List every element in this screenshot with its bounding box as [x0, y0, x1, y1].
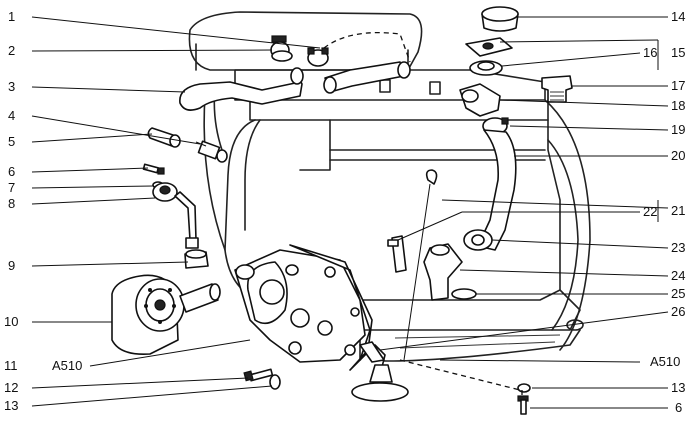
callout-5: 5: [8, 134, 16, 149]
callout-25: 25: [671, 286, 686, 301]
callout-2: 2: [8, 43, 16, 58]
breather-hose-upper: [323, 61, 411, 94]
hose-clamp-2: [270, 35, 293, 62]
oil-pressure-sensor-4: [195, 140, 228, 163]
callout-17: 17: [671, 78, 686, 93]
ref-code-right: A510: [650, 354, 681, 369]
breather-pipe-24: [423, 243, 463, 301]
callout-18: 18: [671, 98, 686, 113]
assembly-line-lower: [399, 359, 521, 391]
callout-13: 13: [4, 398, 19, 413]
bolt-12: [243, 368, 274, 382]
callout-1: 1: [8, 9, 16, 24]
cap-seal-16: [469, 60, 503, 76]
filler-plug-17: [541, 75, 573, 103]
level-sensor-8: [152, 182, 199, 249]
callout-14: 14: [671, 9, 686, 24]
grommet-9: [184, 249, 209, 269]
washer-13-right: [517, 383, 531, 393]
callout-20: 20: [671, 148, 686, 163]
breather-hose-3: [179, 67, 304, 111]
bolt-6-right: [517, 395, 529, 415]
callout-6-right: 6: [675, 400, 683, 415]
o-ring-25: [451, 288, 477, 300]
callout-10: 10: [4, 314, 19, 329]
filler-neck-18: [459, 83, 501, 117]
callout-13-right: 13: [671, 380, 686, 395]
callout-7: 7: [8, 180, 16, 195]
callout-15: 15: [671, 45, 686, 60]
washer-13-left: [269, 374, 281, 390]
callout-19: 19: [671, 122, 686, 137]
oil-pump-housing-11: [234, 244, 373, 371]
left-leader-lines: [31, 16, 321, 407]
callout-26: 26: [671, 304, 686, 319]
assembly-line-upper: [323, 31, 411, 63]
sensor-cap-5: [147, 127, 181, 148]
oil-filler-cap-14: [481, 6, 519, 32]
vent-hose-20: [477, 129, 517, 251]
oil-pan-gasket-26: [359, 341, 385, 363]
callout-8: 8: [8, 196, 16, 211]
cap-gasket-15: [465, 37, 513, 57]
callout-23: 23: [671, 240, 686, 255]
callout-21: 21: [671, 203, 686, 218]
hose-clamp-1: [307, 47, 329, 67]
callout-4: 4: [8, 108, 16, 123]
callout-12: 12: [4, 380, 19, 395]
callout-6: 6: [8, 164, 16, 179]
right-leader-lines: [379, 16, 669, 409]
hose-fitting-23: [463, 229, 493, 251]
dipstick-21: [403, 169, 438, 361]
callout-11: 11: [4, 358, 18, 373]
bolt-6: [142, 163, 165, 175]
dipstick-guide-22: [387, 235, 407, 273]
callout-3: 3: [8, 79, 16, 94]
oil-filter-10: [111, 274, 221, 356]
callout-16: 16: [643, 45, 658, 60]
callout-9: 9: [8, 258, 16, 273]
callout-22: 22: [643, 204, 658, 219]
callout-24: 24: [671, 268, 686, 283]
ref-code-left: A510: [52, 358, 83, 373]
